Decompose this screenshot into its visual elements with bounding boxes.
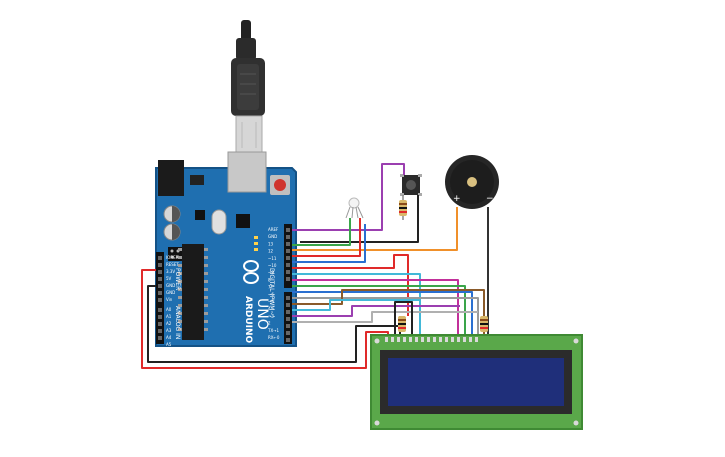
wire-cyan-lcd [292, 299, 420, 311]
usb-chip [236, 214, 250, 228]
pin-label: RX←0 [268, 335, 280, 340]
power-pin-labels: IOREF RESET 3.3V 5V GND GND Vin [166, 255, 179, 302]
arduino-logo-icon [243, 260, 259, 284]
resistor-button[interactable] [399, 195, 407, 220]
pin-label: ~11 [268, 256, 277, 261]
board-brand: ARDUINO [243, 296, 253, 344]
pin-label: ~6 [268, 292, 274, 297]
pin-label: 13 [268, 241, 274, 246]
power-header-label: POWER [174, 268, 181, 290]
pin-label: ~5 [268, 299, 274, 304]
piezo-buzzer[interactable]: + − [445, 155, 499, 209]
pin-label: 2 [268, 321, 271, 326]
wire-red-power [141, 269, 389, 369]
wire-gray-lcd [292, 311, 478, 323]
power-jack [158, 160, 184, 196]
push-button[interactable] [400, 174, 422, 196]
pin-label: 5V [166, 276, 172, 281]
wire-black-lcd [394, 301, 413, 336]
voltage-regulator [190, 175, 204, 185]
wire-red-led [292, 218, 361, 257]
board-status-leds [254, 236, 258, 251]
atmega-chip [182, 244, 204, 340]
pin-label: 7 [268, 285, 271, 290]
board-model: UNO [254, 298, 270, 330]
wire-brown [292, 289, 485, 336]
wire-bundle[interactable] [141, 163, 489, 369]
pin-label: A0 [166, 307, 172, 312]
lcd-16x2-display[interactable] [370, 334, 583, 430]
wire-cyan [292, 273, 421, 336]
wire-blue-lcd [292, 291, 473, 336]
power-analog-header[interactable] [156, 252, 164, 344]
arduino-uno-board[interactable]: ARDUINO UNO DIGITAL (PWM~) POWER ANALOG … [155, 151, 297, 347]
buzzer-minus-label: − [486, 194, 494, 204]
crystal-oscillator [211, 209, 227, 235]
pin-label: 3.3V [166, 269, 175, 274]
analog-header-label: ANALOG IN [174, 306, 181, 339]
wire-green [292, 218, 351, 246]
pin-label: ~3 [268, 313, 274, 318]
wire-gray [292, 297, 479, 336]
resistor-lcd-right[interactable] [480, 316, 488, 332]
wire-blue [292, 224, 366, 263]
pin-label: GND [166, 290, 175, 295]
wire-green-lcd [292, 285, 466, 336]
pin-label: TX→1 [267, 328, 280, 333]
pin-label: 4 [268, 306, 271, 311]
pin-label: 12 [268, 249, 274, 254]
usb-cable[interactable] [231, 20, 265, 155]
wire-orange [292, 207, 458, 251]
pin-label: GND [268, 234, 277, 239]
pin-label: A3 [166, 328, 172, 333]
pin-label: IOREF [166, 255, 179, 260]
wire-red-lcd [292, 254, 409, 316]
pin-label: A5 [166, 342, 172, 347]
lcd-pin-header [385, 337, 478, 342]
pin-label: AREF [268, 227, 279, 232]
reset-button-cap[interactable] [274, 179, 286, 191]
wire-purple [292, 163, 405, 231]
pin-label: RESET [166, 262, 179, 267]
digital-header[interactable] [284, 224, 292, 344]
pin-label: A4 [166, 335, 172, 340]
pin-label: 8 [268, 277, 271, 282]
lcd-screen [388, 358, 564, 406]
digital-pin-labels: AREF GND 13 12 ~11 ~10 ~9 8 7 ~6 ~5 4 ~3 2TX→1RX←0 [267, 227, 280, 340]
rgb-led[interactable] [345, 197, 364, 219]
pin-label: ~10 [268, 263, 277, 268]
buzzer-plus-label: + [453, 194, 461, 204]
pin-label: ~9 [268, 270, 274, 275]
digital-header-label: DIGITAL (PWM~) [268, 268, 275, 318]
pin-label: A1 [166, 314, 172, 319]
usb-port [227, 151, 267, 193]
pin-label: Vin [166, 297, 173, 302]
wire-black [300, 195, 419, 243]
wire-magenta [292, 279, 459, 336]
resistor-lcd-left[interactable] [398, 316, 406, 332]
pin-label: GND [166, 283, 175, 288]
pin-label: A2 [166, 321, 172, 326]
wire-purple-lcd [292, 305, 460, 317]
